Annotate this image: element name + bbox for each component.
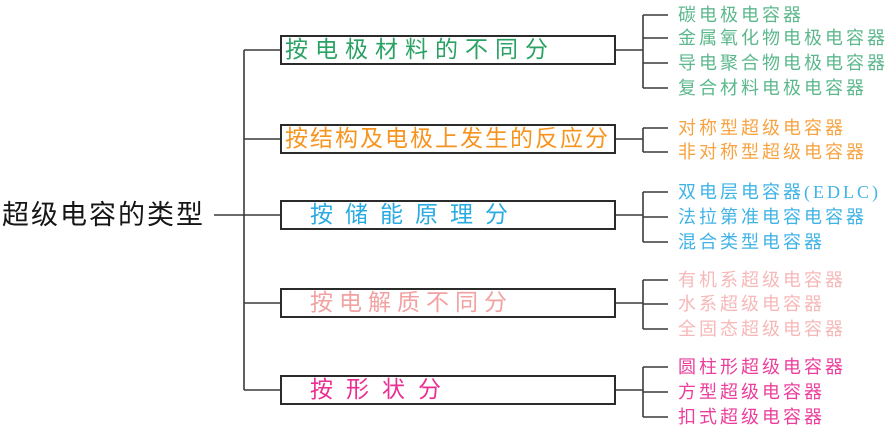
category-box-storage-principle: 按储能原理分 (280, 200, 616, 230)
category-box-electrode-material: 按电极材料的不同分 (280, 35, 616, 65)
leaf-item: 碳电极电容器 (678, 5, 804, 25)
category-box-electrolyte: 按电解质不同分 (280, 288, 616, 318)
leaf-item: 圆柱形超级电容器 (678, 357, 846, 377)
leaf-item: 全固态超级电容器 (678, 319, 846, 339)
category-box-structure-reaction: 按结构及电极上发生的反应分 (280, 124, 616, 154)
leaf-item: 有机系超级电容器 (678, 270, 846, 290)
leaf-item: 导电聚合物电极电容器 (678, 53, 888, 73)
leaf-item: 方型超级电容器 (678, 382, 825, 402)
leaf-item: 非对称型超级电容器 (678, 142, 867, 162)
leaf-item: 双电层电容器(EDLC) (678, 182, 881, 202)
leaf-item: 复合材料电极电容器 (678, 78, 867, 98)
leaf-item: 对称型超级电容器 (678, 118, 846, 138)
leaf-item: 法拉第准电容电容器 (678, 207, 867, 227)
leaf-item: 水系超级电容器 (678, 294, 825, 314)
leaf-item: 扣式超级电容器 (678, 407, 825, 427)
leaf-item: 混合类型电容器 (678, 232, 825, 252)
root-label: 超级电容的类型 (2, 200, 205, 230)
category-box-shape: 按形状分 (280, 375, 616, 405)
leaf-item: 金属氧化物电极电容器 (678, 28, 888, 48)
